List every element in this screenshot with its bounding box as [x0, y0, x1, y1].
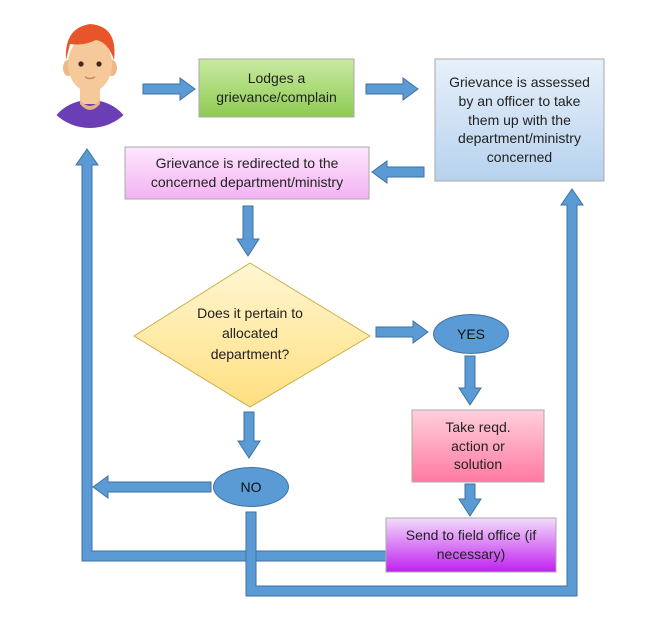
arrow-no-to-assess — [245, 188, 584, 597]
node-no-oval: NO — [213, 467, 289, 507]
node-redirect-label: Grievance is redirected to the concerned… — [150, 155, 344, 190]
arrow-decision-to-yes — [375, 320, 429, 344]
node-lodge-label: Lodges a grievance/complain — [216, 70, 337, 105]
redirect-box-bg — [124, 146, 370, 200]
arrow-redirect-to-decision — [236, 205, 260, 257]
node-send-field-office: Send to field office (if necessary) — [386, 518, 556, 572]
assess-box-bg — [434, 58, 605, 182]
node-no-label: NO — [240, 479, 262, 495]
node-take-action: Take reqd. action or solution — [412, 410, 544, 482]
arrow-field-to-avatar — [75, 148, 387, 562]
connector-arrows — [75, 77, 584, 597]
node-lodge-grievance: Lodges a grievance/complain — [199, 59, 354, 117]
decision-diamond — [133, 262, 371, 408]
node-redirect-grievance: Grievance is redirected to the concerned… — [125, 147, 369, 199]
action-box-bg — [411, 409, 545, 483]
node-yes-label: YES — [456, 326, 485, 342]
user-avatar-icon — [40, 24, 140, 128]
arrow-assess-to-redirect — [371, 160, 425, 184]
node-action-label: Take reqd. action or solution — [445, 418, 511, 473]
arrow-decision-to-no — [237, 411, 261, 459]
node-yes-oval: YES — [433, 314, 509, 354]
node-decision: Does it pertain to allocated department? — [185, 303, 315, 364]
node-field-label: Send to field office (if necessary) — [405, 527, 537, 562]
field-box-bg — [385, 517, 557, 573]
node-assess-label: Grievance is assessed by an officer to t… — [449, 73, 590, 166]
node-decision-label: Does it pertain to allocated department? — [197, 305, 303, 362]
node-assess-grievance: Grievance is assessed by an officer to t… — [435, 59, 604, 181]
arrow-avatar-to-lodge — [142, 77, 196, 101]
arrow-lodge-to-assess — [365, 77, 419, 101]
arrow-no-to-left — [92, 475, 212, 499]
arrow-action-to-field — [458, 483, 482, 517]
arrow-yes-to-action — [458, 355, 482, 406]
lodge-box-bg — [198, 58, 355, 118]
